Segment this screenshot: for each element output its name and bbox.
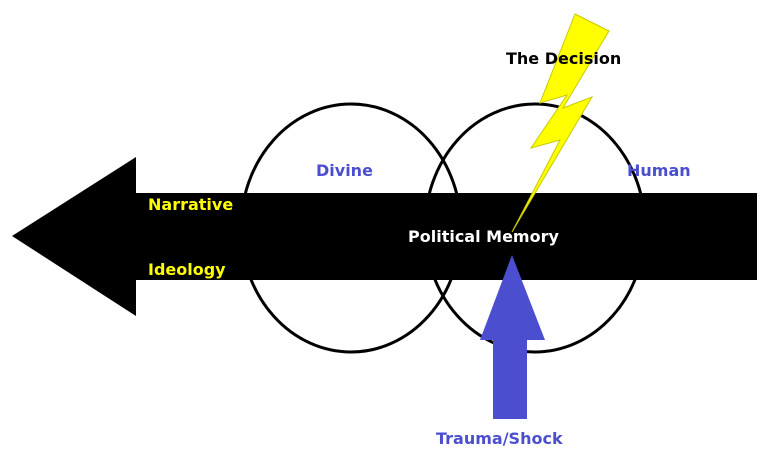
decision-label: The Decision: [506, 49, 621, 68]
decision-lightning-bolt: [511, 13, 610, 233]
narrative-label: Narrative: [148, 195, 233, 214]
trauma-arrow: [480, 255, 545, 419]
trauma-shock-label: Trauma/Shock: [436, 429, 563, 448]
human-label: Human: [627, 161, 691, 180]
narrative-ideology-arrow: [12, 157, 757, 316]
political-memory-label: Political Memory: [408, 227, 559, 246]
ideology-label: Ideology: [148, 260, 226, 279]
divine-label: Divine: [316, 161, 373, 180]
